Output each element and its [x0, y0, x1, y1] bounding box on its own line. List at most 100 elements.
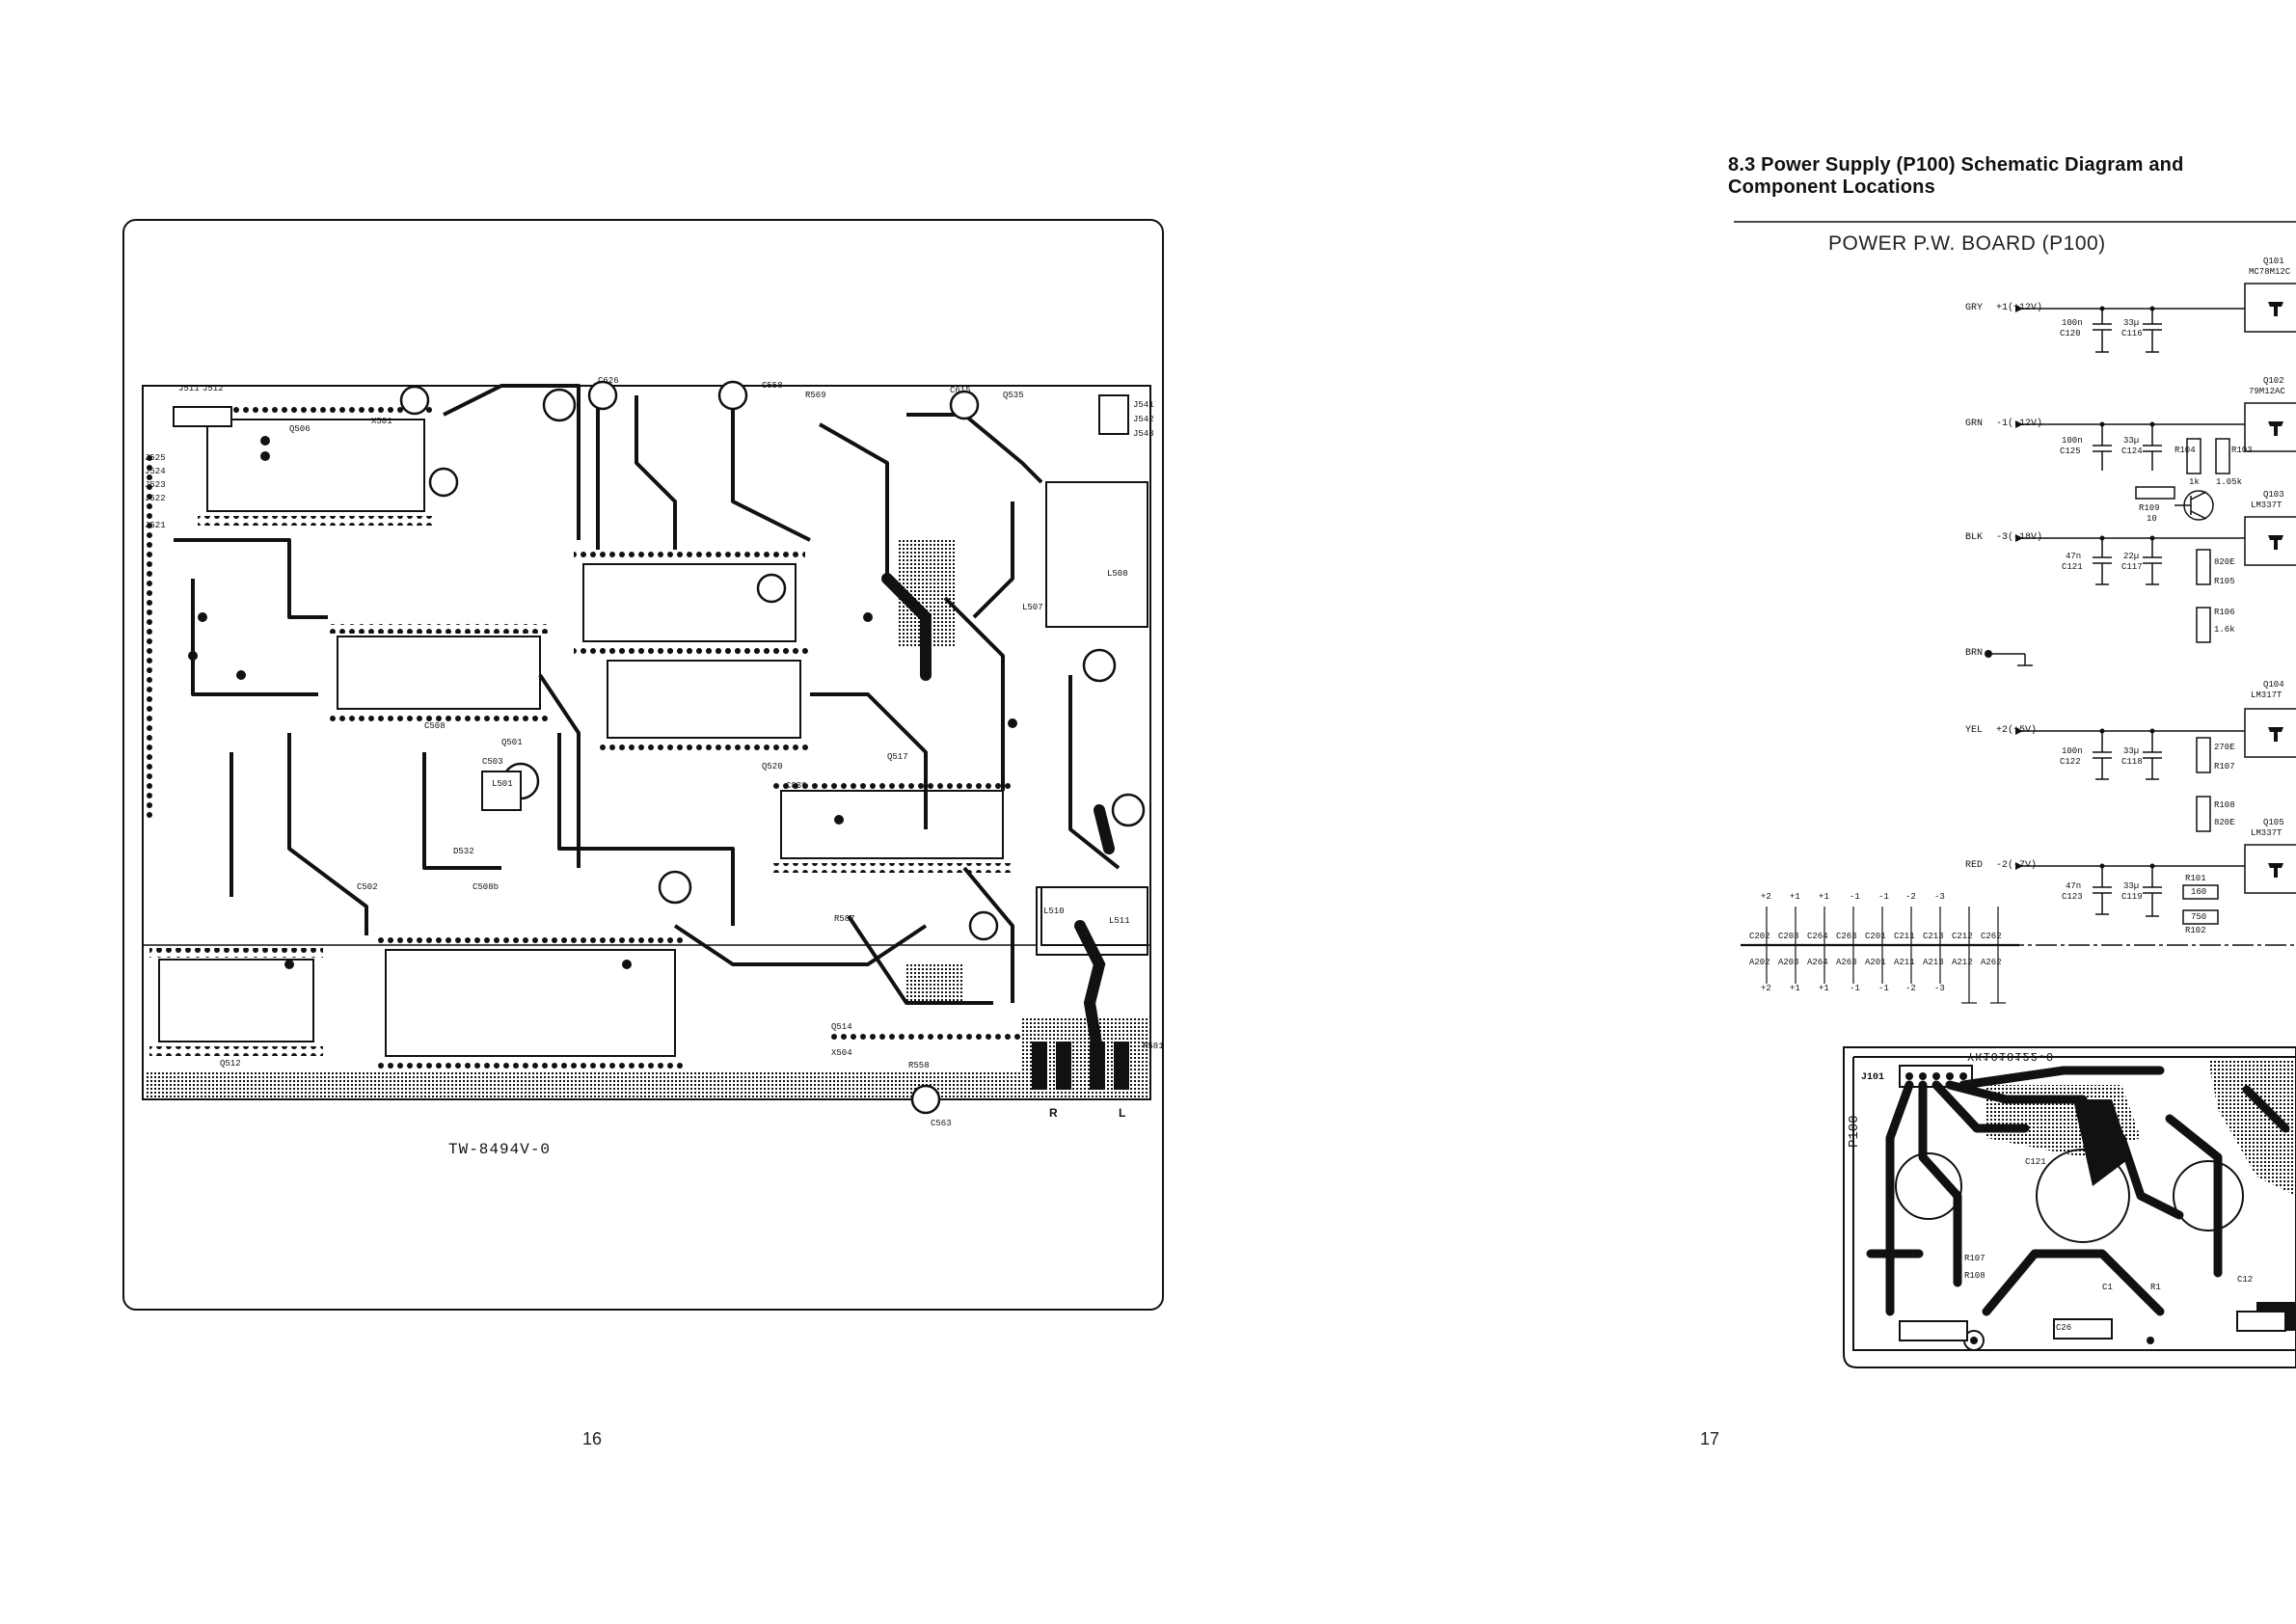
- wire-color-label: RED: [1965, 860, 1984, 871]
- cap-ref: C117: [2121, 562, 2143, 572]
- regulator-part: 79M12AC: [2249, 387, 2285, 396]
- bus-point: A263: [1836, 958, 1857, 967]
- cap-value: 22µ: [2123, 552, 2140, 561]
- regulator-part: LM337T: [2251, 501, 2282, 510]
- resistor-value: 820E: [2214, 818, 2235, 827]
- component-label: C839: [786, 781, 807, 791]
- pcb-mirrored-code: YK1018122-0: [1967, 1049, 2055, 1063]
- cap-value: 47n: [2066, 552, 2082, 561]
- component-label: L501: [492, 779, 513, 789]
- bus-cap: C212: [1952, 932, 1973, 941]
- component-label: Q512: [220, 1059, 241, 1069]
- regulator-part: MC78M12C: [2249, 267, 2291, 277]
- cap-value: 100n: [2062, 318, 2083, 328]
- bus-rail-top: +1: [1819, 892, 1829, 902]
- bus-rail-top: -1: [1850, 892, 1860, 902]
- resistor-ref: R103: [2231, 446, 2253, 455]
- wire-line-label: -2(-7V): [1996, 860, 2038, 871]
- wire-color-label: YEL: [1965, 725, 1984, 736]
- wire-color-label: GRN: [1965, 419, 1984, 429]
- bus-point: A203: [1778, 958, 1799, 967]
- bus-rail-bottom: -1: [1850, 984, 1860, 993]
- resistor-ref: R105: [2214, 577, 2235, 586]
- wire-line-label: +1(+12V): [1996, 303, 2043, 313]
- connector-label: J541: [1133, 400, 1154, 410]
- resistor-value: 820E: [2214, 557, 2235, 567]
- connector-label: J542: [1133, 415, 1154, 424]
- pcb-connector-label: J101: [1861, 1072, 1885, 1083]
- component-label: D532: [453, 847, 474, 856]
- cap-value: 100n: [2062, 436, 2083, 446]
- connector-label: J522: [145, 494, 166, 503]
- pcb-component-label: C121: [2025, 1157, 2046, 1167]
- cap-ref: C121: [2062, 562, 2083, 572]
- cap-ref: C120: [2060, 329, 2081, 338]
- component-label: Q506: [289, 424, 311, 434]
- board-title: POWER P.W. BOARD (P100): [1828, 232, 2106, 255]
- bus-rail-bottom: -1: [1878, 984, 1889, 993]
- resistor-ref: R104: [2174, 446, 2196, 455]
- bus-rail-top: -3: [1934, 892, 1945, 902]
- pcb-component-label: C1: [2102, 1283, 2113, 1292]
- pcb-component-label: R1: [2150, 1283, 2161, 1292]
- pcb-board-label: P100: [1847, 1115, 1862, 1148]
- component-label: L508: [1107, 569, 1128, 579]
- bus-cap: C264: [1807, 932, 1828, 941]
- component-label: C626: [598, 376, 619, 386]
- resistor-value: 1.05k: [2216, 477, 2243, 487]
- component-label: Q517: [887, 752, 908, 762]
- wire-line-label: +2(+5V): [1996, 725, 2038, 736]
- component-label: C615: [950, 386, 971, 395]
- wire-color-label: BRN: [1965, 648, 1984, 659]
- cap-value: 33µ: [2123, 318, 2140, 328]
- component-label: C558: [762, 381, 783, 391]
- right-page-number: 17: [1700, 1429, 1720, 1448]
- bus-rail-bottom: +2: [1761, 984, 1771, 993]
- regulator-part: LM337T: [2251, 828, 2282, 838]
- regulator-ref: Q102: [2263, 376, 2284, 386]
- connector-label: J512: [203, 384, 224, 393]
- regulator-ref: Q103: [2263, 490, 2284, 500]
- bus-point: A213: [1923, 958, 1944, 967]
- bus-rail-top: +1: [1790, 892, 1800, 902]
- resistor-ref: R109: [2139, 503, 2160, 513]
- cap-ref: C123: [2062, 892, 2083, 902]
- component-label: C508b: [473, 882, 500, 892]
- component-label: R569: [805, 391, 826, 400]
- cap-ref: C124: [2121, 447, 2143, 456]
- component-label: L511: [1109, 916, 1130, 926]
- bus-rail-top: -2: [1905, 892, 1916, 902]
- component-label: C508: [424, 721, 446, 731]
- component-label: Q514: [831, 1022, 852, 1032]
- cap-value: 33µ: [2123, 746, 2140, 756]
- bus-cap: C201: [1865, 932, 1886, 941]
- component-label: R558: [908, 1061, 930, 1070]
- pcb-component-label: C12: [2237, 1275, 2254, 1285]
- cap-ref: C125: [2060, 447, 2081, 456]
- cap-value: 33µ: [2123, 881, 2140, 891]
- component-label: X504: [831, 1048, 852, 1058]
- bus-cap: C211: [1894, 932, 1915, 941]
- section-title: 8.3 Power Supply (P100) Schematic Diagra…: [1728, 154, 2184, 198]
- bus-point: A211: [1894, 958, 1915, 967]
- bus-rail-top: -1: [1878, 892, 1889, 902]
- bus-cap: C203: [1778, 932, 1799, 941]
- regulator-part: LM317T: [2251, 690, 2282, 700]
- component-label: C502: [357, 882, 378, 892]
- wire-color-label: BLK: [1965, 532, 1984, 543]
- component-label: R587: [834, 914, 855, 924]
- component-label: C503: [482, 757, 503, 767]
- wire-color-label: GRY: [1965, 303, 1984, 313]
- wire-line-label: -3(-18V): [1996, 532, 2043, 543]
- component-label: Q501: [501, 738, 523, 747]
- component-label: Q520: [762, 762, 783, 771]
- cap-ref: C122: [2060, 757, 2081, 767]
- component-label: X501: [371, 417, 392, 426]
- bus-point: A262: [1981, 958, 2002, 967]
- component-label: Q535: [1003, 391, 1024, 400]
- bus-rail-bottom: +1: [1790, 984, 1800, 993]
- regulator-ref: Q101: [2263, 257, 2284, 266]
- bus-cap: C262: [1981, 932, 2002, 941]
